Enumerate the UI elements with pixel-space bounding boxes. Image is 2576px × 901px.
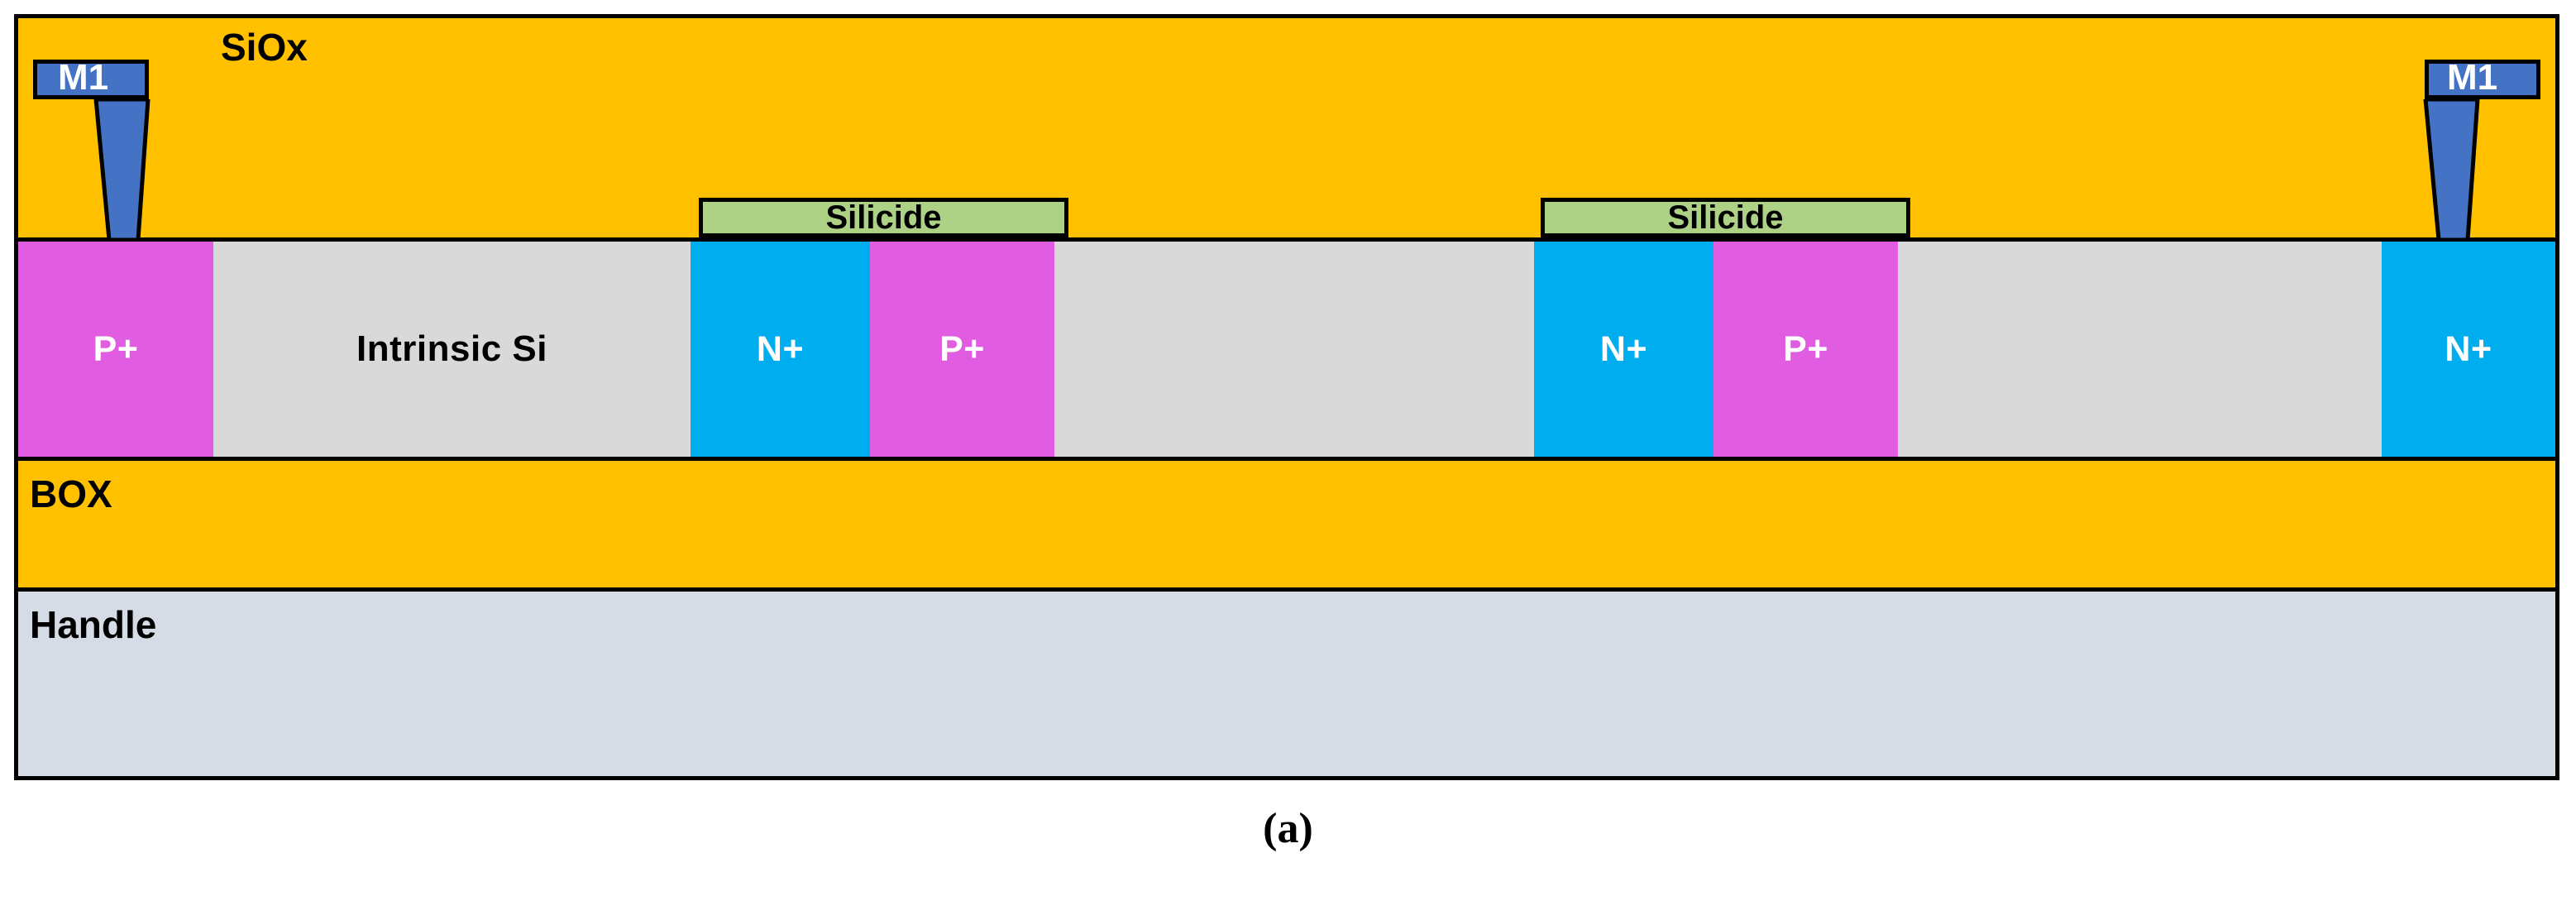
device-stack: P+ Intrinsic Si N+ P+ N+ P+	[14, 14, 2559, 780]
layer-label-siox: SiOx	[221, 26, 308, 69]
layer-silicon: P+ Intrinsic Si N+ P+ N+ P+	[18, 237, 2555, 461]
region-label: P+	[93, 328, 139, 369]
region-label: N+	[1599, 328, 1648, 369]
silicide-cap-1: Silicide	[699, 198, 1068, 237]
silicide-cap-2: Silicide	[1541, 198, 1910, 237]
layer-handle	[18, 592, 2555, 776]
region-intrinsic-2	[1054, 242, 1534, 457]
region-label: N+	[756, 328, 805, 369]
region-label: Intrinsic Si	[356, 328, 547, 369]
region-label: N+	[2445, 328, 2492, 369]
region-p-plus-left: P+	[18, 242, 213, 457]
region-label: P+	[939, 328, 985, 369]
figure-caption: (a)	[1263, 805, 1313, 852]
m1-via-tapered	[91, 99, 153, 242]
region-n-plus-1: N+	[691, 242, 870, 457]
m1-metal-bar	[33, 60, 149, 99]
m1-via-tapered	[2421, 99, 2483, 242]
m1-metal-bar	[2425, 60, 2540, 99]
layer-label-box: BOX	[30, 472, 112, 515]
region-n-plus-right: N+	[2382, 242, 2555, 457]
silicide-label: Silicide	[825, 199, 942, 236]
silicide-label: Silicide	[1667, 199, 1784, 236]
region-p-plus-1: P+	[870, 242, 1054, 457]
region-label: P+	[1783, 328, 1828, 369]
region-intrinsic-3	[1898, 242, 2382, 457]
layer-label-handle: Handle	[30, 603, 157, 646]
layer-siox	[18, 18, 2555, 237]
region-intrinsic-1: Intrinsic Si	[213, 242, 691, 457]
region-p-plus-2: P+	[1713, 242, 1898, 457]
region-n-plus-2: N+	[1534, 242, 1713, 457]
layer-box	[18, 461, 2555, 592]
